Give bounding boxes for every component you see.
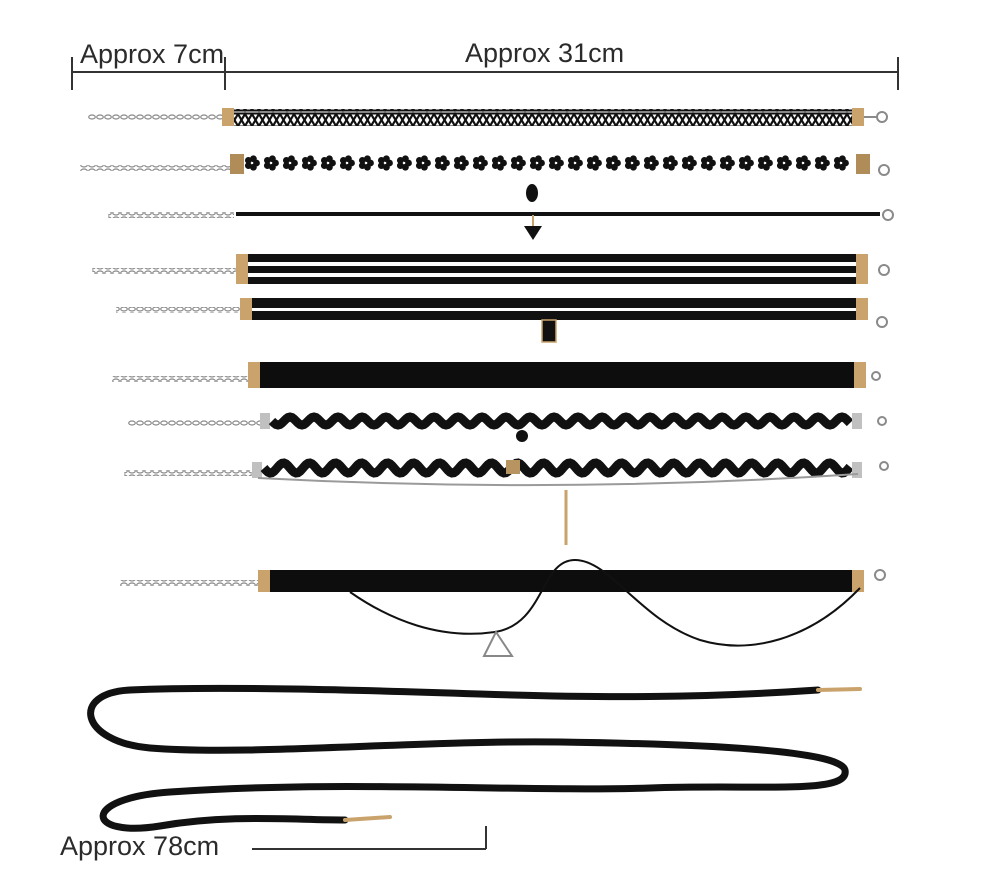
double-strand-choker: [116, 298, 888, 343]
lace-zigzag-choker: [88, 108, 888, 126]
bead-charm: [516, 430, 528, 442]
long-wrap-cord: [87, 684, 849, 832]
flower-lace-choker: [80, 154, 890, 202]
wrap-cord-tips: [343, 687, 862, 822]
thin-cord-choker: [108, 209, 894, 240]
rectangle-charm: [541, 319, 557, 343]
dimension-lines: [71, 57, 899, 850]
choker-length-label: Approx 31cm: [465, 38, 625, 68]
wave-ribbon-choker: [128, 412, 887, 442]
clasp-extension-label: Approx 7cm: [80, 39, 225, 69]
open-triangle-charm: [482, 630, 514, 657]
wrap-cord-length-label: Approx 78cm: [60, 831, 220, 861]
wide-velvet-choker: [112, 362, 881, 388]
velvet-choker-with-cord: [120, 558, 886, 657]
teardrop-charm: [526, 184, 538, 202]
triple-strand-choker: [92, 254, 890, 284]
wave-chain-choker: [124, 458, 889, 545]
triangle-charm: [524, 226, 542, 240]
